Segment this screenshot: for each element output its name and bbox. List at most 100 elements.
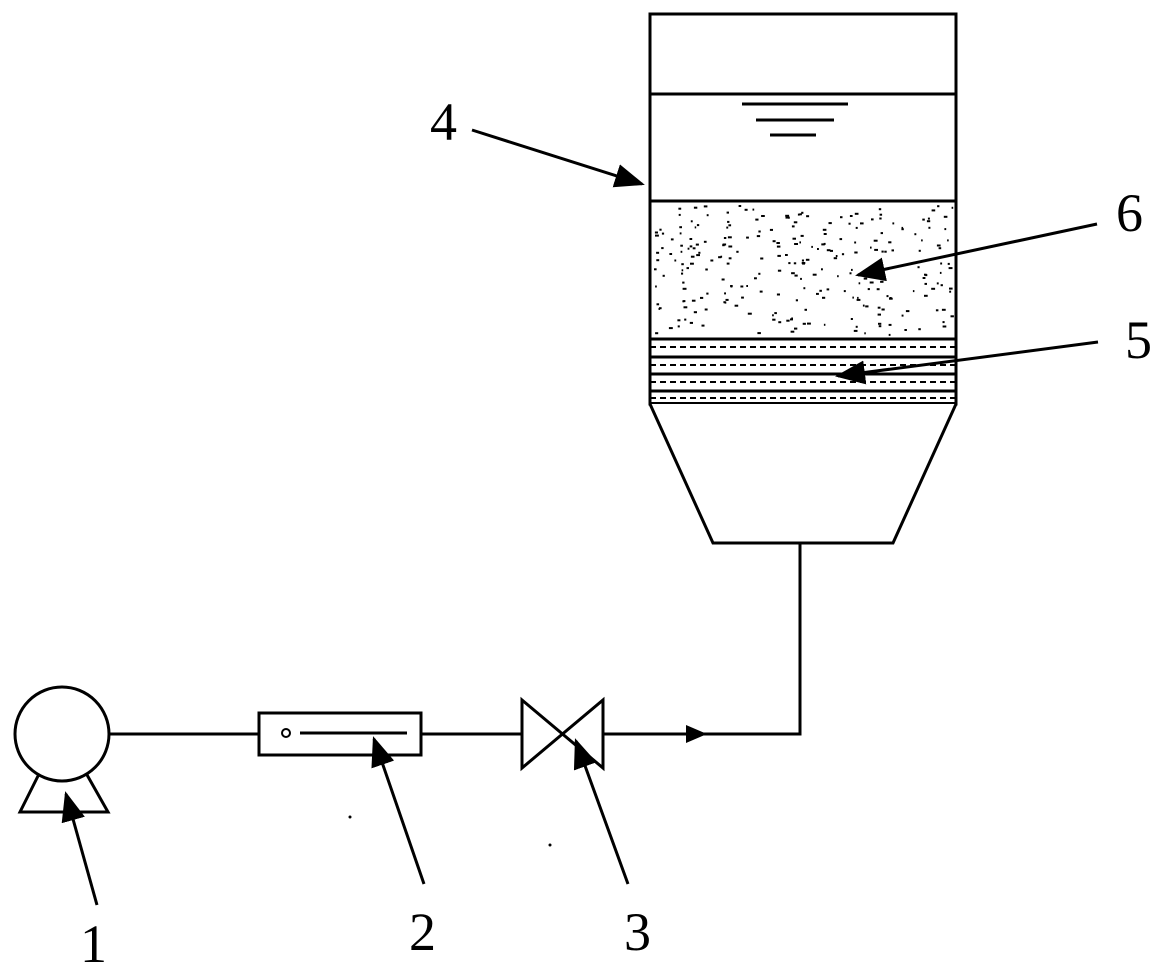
- pump: [13, 685, 111, 814]
- media-particle: [703, 240, 707, 243]
- media-particle: [877, 313, 881, 316]
- media-particle: [867, 288, 870, 291]
- media-particle: [698, 251, 701, 254]
- media-particle: [803, 287, 806, 290]
- media-particle: [706, 214, 709, 217]
- media-particle: [669, 253, 673, 255]
- media-particle: [848, 222, 851, 225]
- media-particle: [852, 296, 854, 299]
- media-particle: [776, 245, 781, 248]
- media-particle: [947, 239, 949, 242]
- media-particle: [776, 242, 780, 244]
- speck: [548, 843, 552, 847]
- media-particle: [874, 248, 878, 251]
- media-particle: [826, 288, 830, 291]
- media-particle: [670, 238, 674, 241]
- media-particle: [807, 322, 811, 325]
- media-particle: [793, 221, 798, 224]
- media-particle: [921, 239, 923, 242]
- media-particle: [937, 205, 940, 208]
- media-particle: [854, 251, 858, 254]
- media-particle: [659, 307, 662, 310]
- media-particle: [682, 287, 687, 290]
- media-particle: [654, 268, 657, 271]
- media-particle: [723, 301, 726, 304]
- media-particle: [943, 215, 948, 218]
- media-particle: [873, 239, 878, 242]
- media-particle: [792, 237, 796, 240]
- media-particle: [726, 226, 729, 229]
- media-particle: [918, 328, 921, 331]
- media-particle: [659, 228, 662, 231]
- media-particle: [856, 298, 861, 301]
- media-particle: [681, 263, 684, 266]
- media-particle: [922, 218, 925, 221]
- flowmeter: [257, 711, 423, 757]
- media-particle: [802, 262, 805, 265]
- media-particle: [744, 208, 748, 211]
- flowmeter-float: [281, 728, 291, 738]
- media-particle: [791, 225, 795, 228]
- media-particle: [901, 228, 904, 231]
- media-particle: [869, 281, 874, 284]
- media-particle: [821, 243, 825, 246]
- media-particle: [761, 215, 765, 217]
- column-cone: [648, 403, 958, 545]
- media-particle: [800, 234, 804, 237]
- media-particle: [656, 303, 660, 306]
- media-particle: [785, 214, 790, 217]
- media-particle: [726, 262, 730, 265]
- media-particle: [727, 220, 730, 223]
- media-particle: [746, 236, 749, 239]
- media-particle: [756, 235, 761, 238]
- media-particle: [655, 332, 659, 335]
- media-particle: [804, 308, 807, 311]
- media-particle: [772, 318, 776, 321]
- media-particle: [692, 247, 696, 250]
- media-particle: [658, 307, 661, 310]
- leader-2: [371, 736, 426, 885]
- media-particle: [785, 216, 790, 219]
- media-particle: [677, 319, 681, 322]
- media-particle: [888, 241, 892, 244]
- media-particle: [674, 259, 677, 262]
- flow-direction-arrow: [686, 725, 707, 743]
- media-particle: [747, 312, 752, 315]
- media-particle: [678, 207, 682, 210]
- leader-1: [61, 791, 99, 906]
- media-particle: [888, 333, 891, 336]
- media-particle: [912, 290, 915, 293]
- media-particle: [788, 262, 791, 265]
- media-particle: [777, 254, 781, 257]
- media-particle: [854, 241, 857, 244]
- media-particle: [817, 248, 819, 250]
- media-particle: [881, 250, 884, 253]
- media-particle: [828, 222, 832, 225]
- media-particle: [822, 228, 827, 231]
- media-particle: [722, 244, 725, 247]
- media-particle: [927, 217, 930, 220]
- media-particle: [754, 277, 757, 280]
- media-particle: [655, 234, 659, 237]
- media-particle: [879, 213, 883, 216]
- label-support-layer: 5: [1125, 310, 1152, 370]
- media-particle: [875, 273, 879, 276]
- media-particle: [891, 249, 894, 252]
- media-particle: [706, 292, 709, 295]
- media-particle: [826, 249, 831, 252]
- media-particle: [931, 287, 936, 290]
- media-particle: [793, 262, 797, 265]
- media-particle: [904, 329, 907, 331]
- media-particle: [850, 318, 853, 320]
- media-particle: [878, 325, 882, 328]
- label-valve: 3: [624, 902, 651, 962]
- media-particle: [877, 306, 881, 309]
- media-particle: [849, 272, 852, 275]
- media-particle: [940, 284, 943, 287]
- media-particle: [682, 281, 685, 284]
- media-particle: [884, 250, 887, 253]
- media-particle: [870, 246, 872, 249]
- media-particle: [679, 232, 682, 235]
- media-particle: [794, 274, 798, 277]
- media-particle: [806, 215, 810, 218]
